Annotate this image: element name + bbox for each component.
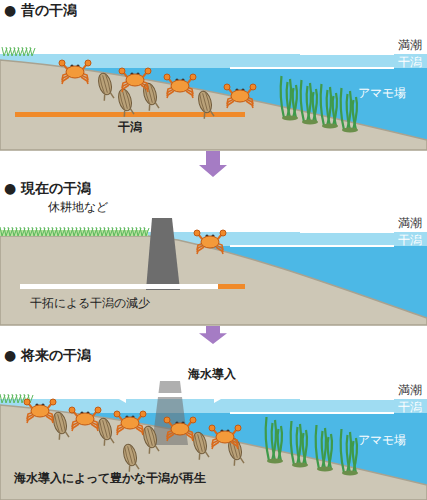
- scene-label: 海水導入によって豊かな干潟が再生: [14, 471, 206, 485]
- reclaimed-bar: [20, 284, 218, 289]
- tidal-flat-ground: [0, 60, 427, 150]
- seagrass: [341, 88, 358, 133]
- panel-scene: [0, 47, 427, 150]
- clam: [116, 88, 135, 117]
- crab: [24, 399, 56, 423]
- panel-scene: [0, 381, 427, 500]
- scene-label: 海水導入: [188, 367, 236, 381]
- crab: [59, 60, 91, 84]
- tidal-flat-ground: [0, 236, 427, 325]
- panel-heading: ● 将来の干潟: [0, 345, 95, 367]
- sea-high: [0, 399, 427, 500]
- scene-label: 干潟: [398, 233, 422, 247]
- crab: [164, 417, 196, 441]
- scene-label: 満潮: [398, 216, 422, 230]
- dike: [152, 381, 188, 445]
- clam: [96, 417, 115, 446]
- seawater-intake-arrow: [112, 387, 228, 403]
- flat-extent-bar: [15, 112, 245, 117]
- crab: [164, 74, 196, 98]
- tide-line: [230, 245, 394, 247]
- marsh-grass: [0, 227, 149, 236]
- clam: [96, 72, 115, 101]
- seagrass: [291, 421, 308, 468]
- clam: [121, 443, 140, 472]
- clam: [51, 411, 70, 440]
- sea-high: [0, 232, 427, 325]
- tide-line: [230, 67, 394, 69]
- seagrass: [316, 425, 333, 472]
- panel-heading: ● 現在の干潟: [0, 178, 95, 200]
- crab: [194, 230, 226, 254]
- crab: [119, 68, 151, 92]
- clam: [141, 82, 160, 111]
- flat-extent-bar: [218, 284, 245, 289]
- seagrass: [281, 76, 298, 121]
- scene-label: 干潟: [398, 400, 422, 414]
- seagrass: [266, 417, 283, 464]
- clam: [191, 431, 210, 460]
- seagrass: [301, 80, 318, 125]
- crab: [114, 411, 146, 435]
- high-tide-line: [300, 231, 394, 233]
- panel-scene: [0, 218, 427, 325]
- sea-high: [0, 54, 427, 150]
- scene-label: アマモ場: [358, 86, 406, 100]
- crab: [209, 425, 241, 449]
- high-tide-line: [300, 53, 394, 55]
- panel-heading: ● 昔の干潟: [0, 0, 81, 22]
- tidal-flat-ground: [0, 405, 427, 500]
- transition-arrow: [199, 326, 227, 344]
- scene-label: 干潟: [398, 55, 422, 69]
- crab: [69, 407, 101, 431]
- seagrass: [321, 84, 338, 129]
- panel: ● 昔の干潟: [0, 0, 427, 150]
- transition-arrow: [199, 151, 227, 177]
- scene-label: 干潟: [118, 120, 142, 134]
- tide-line: [230, 412, 394, 414]
- scene-label: アマモ場: [358, 433, 406, 447]
- dike: [146, 218, 180, 290]
- scene-label: 満潮: [398, 383, 422, 397]
- scene-label: 休耕地など: [48, 200, 108, 214]
- marsh-grass: [2, 47, 35, 56]
- seagrass: [341, 429, 358, 476]
- clam: [196, 90, 215, 119]
- high-tide-line: [300, 398, 394, 400]
- crab: [224, 84, 256, 108]
- scene-label: 干拓による干潟の減少: [30, 296, 150, 310]
- scene-label: 満潮: [398, 38, 422, 52]
- clam: [141, 425, 160, 454]
